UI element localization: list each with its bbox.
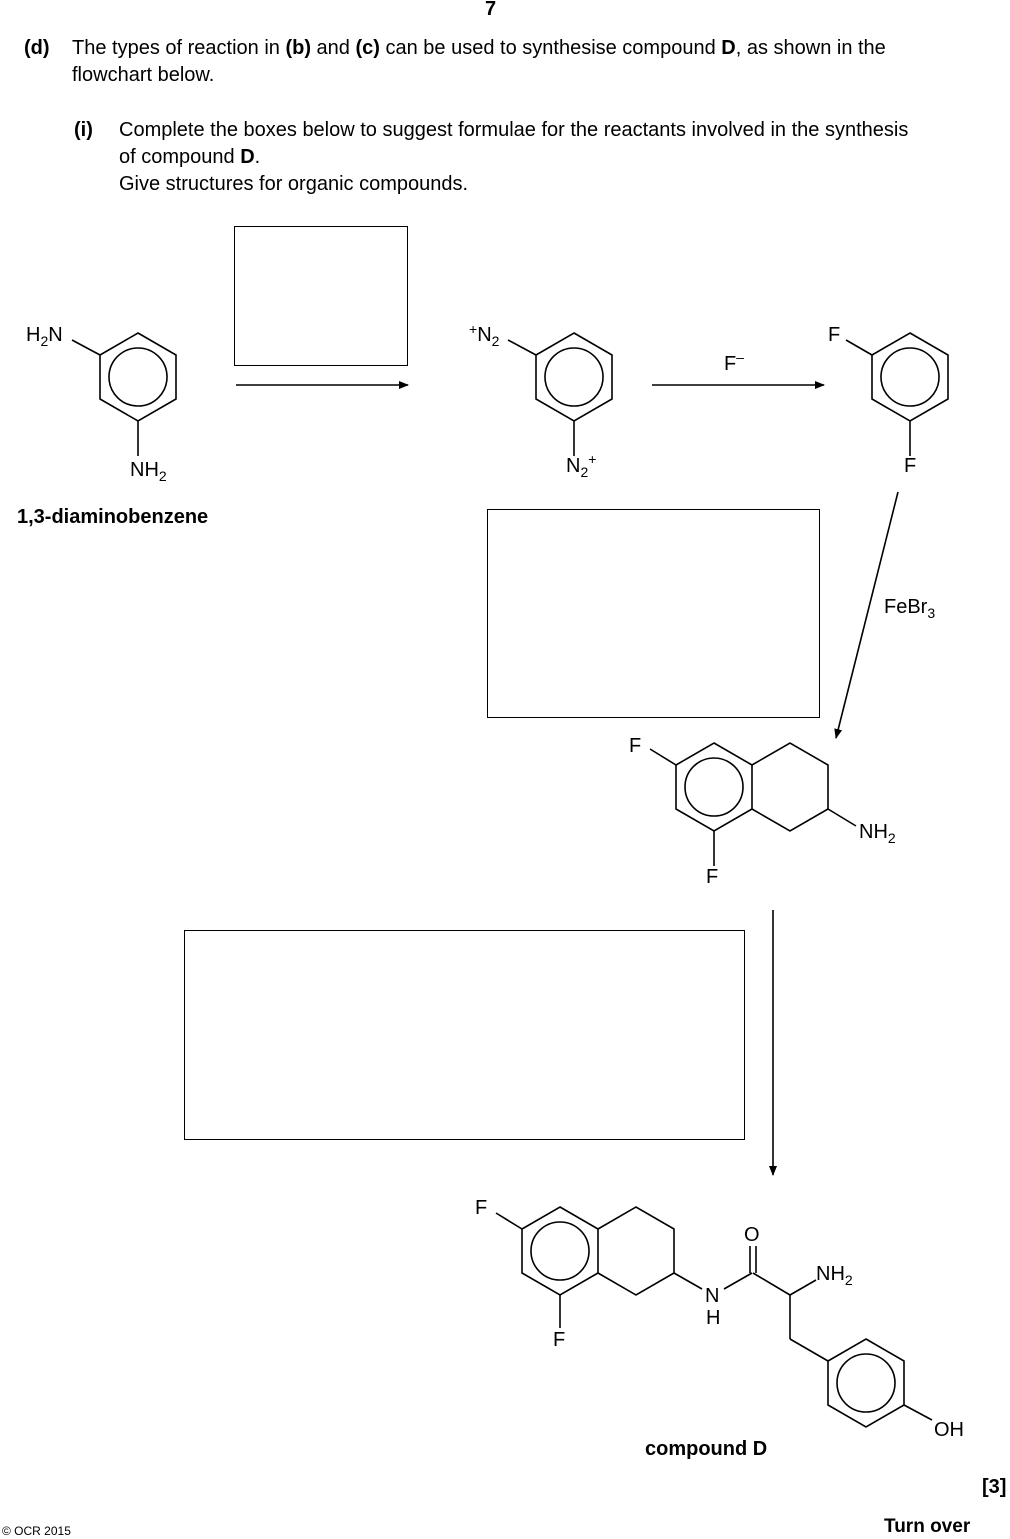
ref-b: (b)	[285, 37, 311, 59]
marks: [3]	[982, 1476, 1007, 1498]
copyright: © OCR 2015	[2, 1524, 71, 1538]
question-d-line2: flowchart below.	[72, 64, 215, 86]
question-d-text-mid: can be used to synthesise compound	[379, 37, 722, 59]
start-compound-name: 1,3-diaminobenzene	[17, 506, 208, 528]
turn-over: Turn over	[884, 1516, 971, 1537]
page-number: 7	[485, 0, 497, 20]
atom-label-h2n: H2N	[26, 324, 63, 349]
atom-label-amide-h: H	[706, 1307, 720, 1329]
answer-box-diazotisation-reagents[interactable]	[234, 226, 408, 366]
question-i-line2-pre: of compound	[119, 146, 241, 168]
atom-label-oh: OH	[934, 1419, 964, 1441]
ref-compound-d: D	[721, 37, 736, 59]
question-d-text-pre: The types of reaction in	[72, 37, 286, 59]
question-d-text: The types of reaction in (b) and (c) can…	[72, 35, 886, 62]
ref-c: (c)	[355, 37, 380, 59]
answer-box-amide-formation-reactant[interactable]	[184, 930, 745, 1140]
question-i-line1: Complete the boxes below to suggest form…	[119, 119, 909, 141]
atom-label-diazonium-top: +N2	[469, 321, 500, 349]
molecule-compound-d	[495, 1206, 933, 1428]
atom-label-f-d-bottom: F	[553, 1329, 565, 1351]
question-d-label: (d)	[24, 37, 50, 59]
question-i-label: (i)	[74, 119, 93, 141]
arrow-friedel-crafts	[834, 491, 899, 739]
atom-label-nh2-tetralin: NH2	[859, 821, 896, 846]
atom-label-amide-n: N	[705, 1285, 719, 1307]
question-i-line2-post: .	[254, 146, 261, 168]
question-i-compound-d: D	[240, 146, 255, 168]
molecule-bis-diazonium	[507, 332, 613, 456]
molecule-difluoro-aminotetralin	[649, 742, 857, 866]
question-d-text-and: and	[311, 37, 356, 59]
answer-box-alkylation-reactant[interactable]	[487, 509, 820, 718]
reagent-fluoride: F–	[724, 349, 744, 375]
product-compound-name: compound D	[645, 1438, 767, 1460]
question-i-line3: Give structures for organic compounds.	[119, 173, 469, 195]
atom-label-nh2-d: NH2	[816, 1263, 853, 1288]
atom-label-nh2: NH2	[130, 459, 167, 484]
atom-label-f-top: F	[828, 324, 840, 346]
atom-label-f-d-top: F	[475, 1197, 487, 1219]
atom-labels: H2N NH2 1,3-diaminobenzene +N2 N2+ F– F …	[17, 321, 964, 1460]
atom-label-f-tetralin-bottom: F	[706, 866, 718, 888]
question-i-line2: of compound D.	[119, 144, 260, 171]
atom-label-f-tetralin-top: F	[629, 735, 641, 757]
atom-label-f-bottom: F	[904, 455, 916, 477]
catalyst-febr3: FeBr3	[884, 596, 935, 621]
atom-label-diazonium-bottom: N2+	[566, 451, 596, 480]
molecule-difluorobenzene	[845, 332, 949, 456]
molecule-diaminobenzene	[71, 332, 177, 456]
question-d-text-post: , as shown in the	[735, 37, 886, 59]
atom-label-carbonyl-o: O	[744, 1224, 760, 1246]
